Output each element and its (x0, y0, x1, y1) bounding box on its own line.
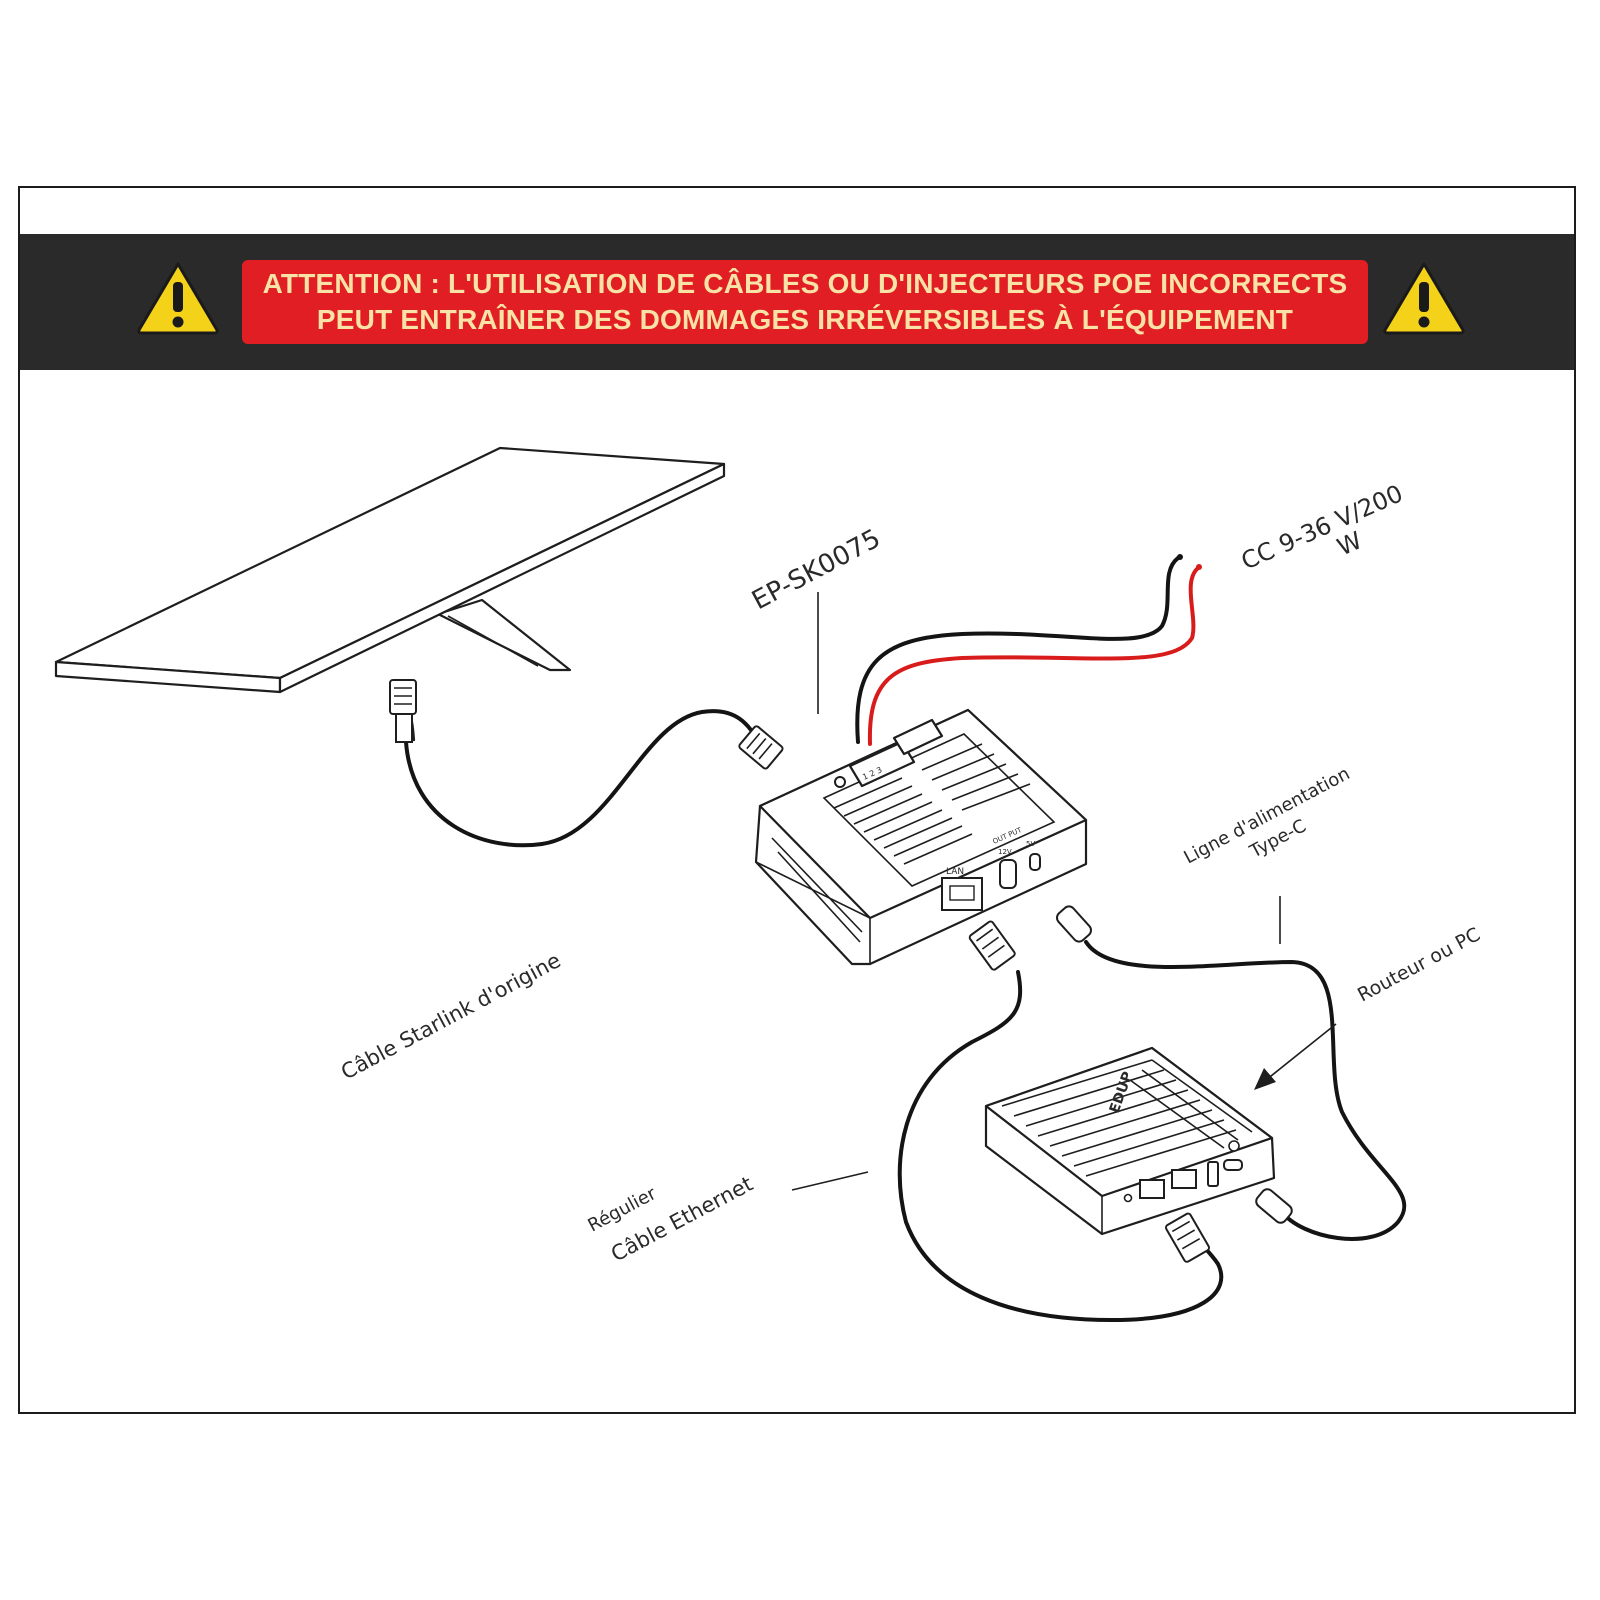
output-5v-port (1029, 853, 1041, 871)
usb-c-plug (1255, 1188, 1293, 1224)
warning-message: ATTENTION : L'UTILISATION DE CÂBLES OU D… (242, 260, 1368, 344)
rj45-connector (968, 920, 1016, 971)
heatsink-vents (833, 743, 1031, 865)
lan-port (941, 877, 983, 911)
router: EDUP (984, 1046, 1276, 1236)
wiring-diagram: LAN OUT PUT 12V 5V 1 2 3 EDUP (54, 446, 1484, 1323)
led-indicator (834, 776, 846, 788)
starlink-cable (389, 679, 784, 848)
dc-power-cable (855, 554, 1202, 746)
output-5v-label: 5V (1026, 840, 1035, 848)
warning-triangle-icon (1383, 262, 1465, 335)
ethernet-leader-line (791, 1171, 869, 1191)
rj45-connector (738, 725, 784, 770)
poe-injector: LAN OUT PUT 12V 5V 1 2 3 (754, 708, 1088, 966)
type-c-cable (1055, 905, 1407, 1241)
output-12v-port (999, 859, 1017, 889)
warning-banner: ATTENTION : L'UTILISATION DE CÂBLES OU D… (20, 234, 1574, 370)
warning-line-2: PEUT ENTRAÎNER DES DOMMAGES IRRÉVERSIBLE… (316, 304, 1294, 335)
warning-line-1: ATTENTION : L'UTILISATION DE CÂBLES OU D… (262, 268, 1348, 299)
starlink-dish (54, 446, 726, 742)
router-type-c-port (1223, 1159, 1243, 1171)
rj45-connector (389, 679, 417, 743)
model-label: EP-SK0075 (747, 524, 885, 617)
output-12v-label: 12V (998, 848, 1012, 856)
router-ethernet-port (1139, 1179, 1165, 1199)
router-label: Routeur ou PC (1354, 923, 1484, 1006)
ethernet-cable (897, 920, 1224, 1323)
warning-triangle-icon (137, 262, 219, 335)
power-spec-label: CC 9-36 V/200 (1237, 479, 1407, 575)
diagram-frame: ATTENTION : L'UTILISATION DE CÂBLES OU D… (18, 186, 1576, 1414)
ethernet-cable-label: Câble Ethernet (607, 1172, 757, 1267)
router-ethernet-port (1171, 1169, 1197, 1189)
usb-c-plug (1055, 905, 1093, 943)
lan-port-label: LAN (946, 867, 964, 877)
rj45-connector (1164, 1212, 1211, 1263)
starlink-cable-label: Câble Starlink d'origine (337, 948, 565, 1084)
power-terminal-block (848, 740, 916, 788)
positive-wire (867, 566, 1200, 746)
router-top-vents (1001, 1059, 1253, 1177)
router-arrow (1254, 1023, 1337, 1090)
router-usb-port (1207, 1161, 1219, 1187)
